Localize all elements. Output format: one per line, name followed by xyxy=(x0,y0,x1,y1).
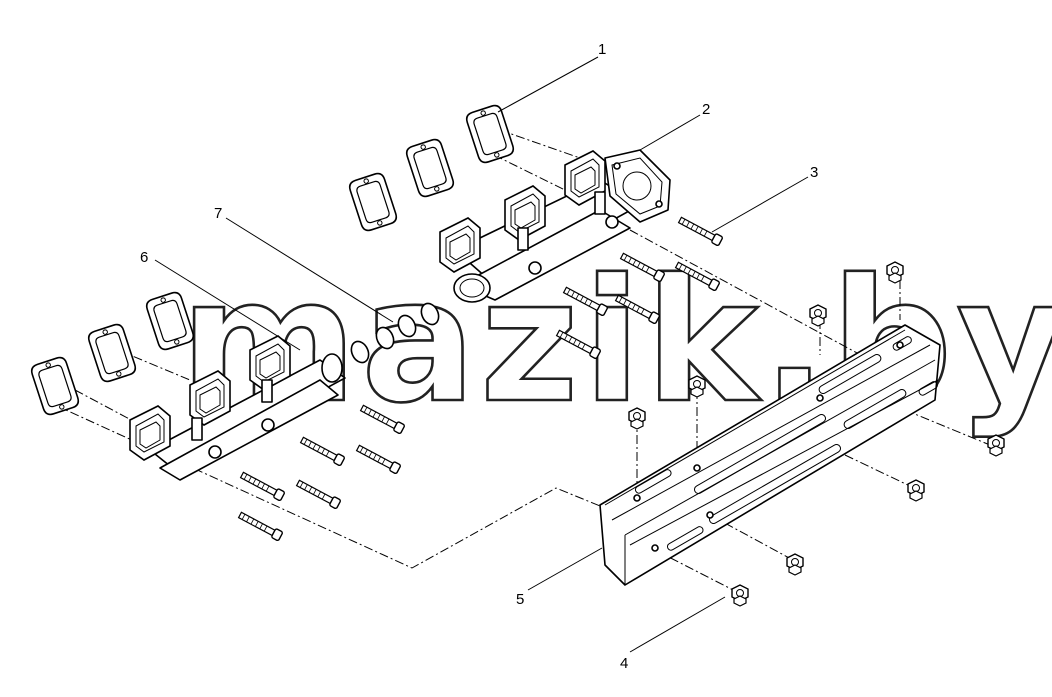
seal-rings xyxy=(350,302,440,364)
callout-1: 1 xyxy=(598,41,606,58)
callout-4: 4 xyxy=(620,655,628,672)
manifold-front-section xyxy=(129,335,346,481)
callout-7: 7 xyxy=(214,205,222,222)
callout-6: 6 xyxy=(140,249,148,266)
callout-3: 3 xyxy=(810,164,818,181)
manifold-rear-section xyxy=(439,150,641,303)
callout-2: 2 xyxy=(702,101,710,118)
gasket-group-right xyxy=(347,136,456,234)
gasket-1 xyxy=(464,102,516,166)
leader-lines xyxy=(154,56,809,653)
gasket-group-left xyxy=(29,289,196,418)
callout-5: 5 xyxy=(516,591,524,608)
outlet-flange xyxy=(604,149,671,223)
heat-shield-bracket xyxy=(599,324,941,586)
